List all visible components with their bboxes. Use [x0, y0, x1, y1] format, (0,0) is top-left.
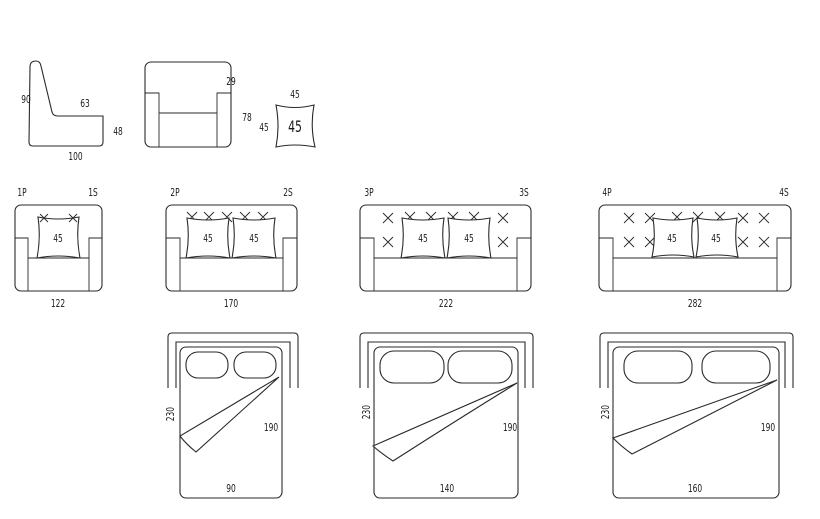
armchair-back-label: 29 — [226, 76, 236, 89]
bed-1-open-length-label: 230 — [165, 407, 178, 421]
bed-3-mattress-length-label: 190 — [761, 422, 775, 435]
sofa-3-cushion-1 — [400, 217, 446, 259]
sofa-3-cushion-1-label: 45 — [418, 233, 428, 246]
bed-3-folded-sheet — [611, 379, 778, 455]
bed-1-mattress — [179, 346, 283, 499]
sofa-4-left-arm — [599, 237, 614, 291]
sofa-2-seat: 45 45 2P 2S 170 — [165, 187, 298, 311]
sofa-3-width-label: 222 — [439, 298, 453, 311]
cushion-detail: 45 45 45 — [259, 89, 316, 148]
sofa-4-left-tag: 4P — [602, 187, 612, 200]
sofa-4-cushion-1 — [651, 217, 695, 258]
sofa-4-width-label: 282 — [688, 298, 702, 311]
bed-2-mattress-width-label: 140 — [440, 483, 454, 496]
armchair-outline — [144, 61, 232, 148]
bed-1-frame — [167, 332, 299, 388]
bed-1-pillow-1 — [185, 351, 229, 379]
profile-height-label: 90 — [21, 94, 31, 107]
sofa-3-cushion-2 — [446, 217, 492, 259]
sofa-3-back-tufts — [382, 211, 509, 248]
sofa-2-width-label: 170 — [224, 298, 238, 311]
bed-3-mattress-width-label: 160 — [688, 483, 702, 496]
bed-1-open: 230 190 90 — [165, 332, 299, 499]
sofa-1-cushion-tuft — [39, 213, 78, 223]
bed-2-open: 230 190 140 — [359, 332, 534, 499]
sofa-2-outline — [165, 204, 298, 292]
sofa-1-left-arm — [15, 237, 29, 291]
profile-outline — [28, 60, 104, 147]
sofa-4-outline — [598, 204, 792, 292]
sofa-1-right-tag: 1S — [88, 187, 98, 200]
sofa-1-width-label: 122 — [51, 298, 65, 311]
sofa-4-right-tag: 4S — [779, 187, 789, 200]
cushion-top-label: 45 — [290, 89, 300, 102]
profile-seat-depth-label: 63 — [80, 98, 90, 111]
sofa-1-right-arm — [88, 237, 102, 291]
sofa-4-right-arm — [776, 237, 791, 291]
sofa-4-cushion-2 — [695, 217, 739, 258]
armchair-left-arm — [145, 92, 160, 147]
bed-1-mattress-length-label: 190 — [264, 422, 278, 435]
bed-3-mattress — [612, 346, 780, 499]
bed-2-pillow-1 — [379, 350, 445, 384]
sofa-3-cushion-2-label: 45 — [464, 233, 474, 246]
sofa-4-cushion-1-label: 45 — [667, 233, 677, 246]
sofa-3-right-arm — [516, 237, 531, 291]
sofa-2-back-tufts — [186, 211, 269, 223]
sofa-3-right-tag: 3S — [519, 187, 529, 200]
armchair-height-label: 78 — [242, 112, 252, 125]
sofa-1-left-tag: 1P — [17, 187, 27, 200]
armchair-front-view: 29 78 — [144, 61, 252, 148]
bed-2-open-length-label: 230 — [361, 405, 374, 419]
sofa-2-cushion-2 — [231, 217, 277, 259]
sofa-2-left-arm — [166, 237, 181, 291]
bed-3-frame — [599, 332, 794, 388]
bed-1-mattress-width-label: 90 — [226, 483, 236, 496]
sofa-3-outline — [359, 204, 532, 292]
bed-1-pillow-2 — [233, 351, 277, 379]
bed-2-frame — [359, 332, 534, 388]
bed-3-pillow-1 — [623, 350, 693, 384]
sofa-1-seat: 45 1P 1S 122 — [14, 187, 103, 311]
bed-2-mattress-length-label: 190 — [503, 422, 517, 435]
sofa-1-cushion-label: 45 — [53, 233, 63, 246]
sofa-3-left-arm — [360, 237, 375, 291]
sofa-4-cushion-2-label: 45 — [711, 233, 721, 246]
sofa-1-outline — [14, 204, 103, 292]
cushion-center-label: 45 — [288, 118, 302, 137]
sofa-2-cushion-2-label: 45 — [249, 233, 259, 246]
bed-3-open-length-label: 230 — [600, 405, 613, 419]
bed-2-pillow-2 — [447, 350, 513, 384]
bed-3-open: 230 190 160 — [599, 332, 794, 499]
sofa-1-cushion — [36, 216, 81, 259]
bed-2-folded-sheet — [371, 382, 518, 462]
cushion-outline — [275, 104, 316, 148]
profile-seat-height-label: 48 — [113, 126, 123, 139]
sofa-2-left-tag: 2P — [170, 187, 180, 200]
armchair-right-arm — [216, 92, 231, 147]
cushion-side-label: 45 — [259, 122, 269, 135]
sofa-3-left-tag: 3P — [364, 187, 374, 200]
sofa-3-seat: 45 45 3P 3S 222 — [359, 187, 532, 311]
sofa-2-cushion-1-label: 45 — [203, 233, 213, 246]
sofa-4-back-tufts — [623, 211, 770, 248]
sofa-2-right-arm — [282, 237, 297, 291]
sofa-4-seat: 45 45 4P 4S 282 — [598, 187, 792, 311]
sofa-side-profile: 90 63 48 100 — [21, 60, 123, 164]
sofa-2-right-tag: 2S — [283, 187, 293, 200]
bed-1-folded-sheet — [179, 376, 280, 453]
sofa-2-cushion-1 — [185, 217, 231, 259]
profile-depth-label: 100 — [68, 151, 82, 164]
bed-3-pillow-2 — [701, 350, 771, 384]
